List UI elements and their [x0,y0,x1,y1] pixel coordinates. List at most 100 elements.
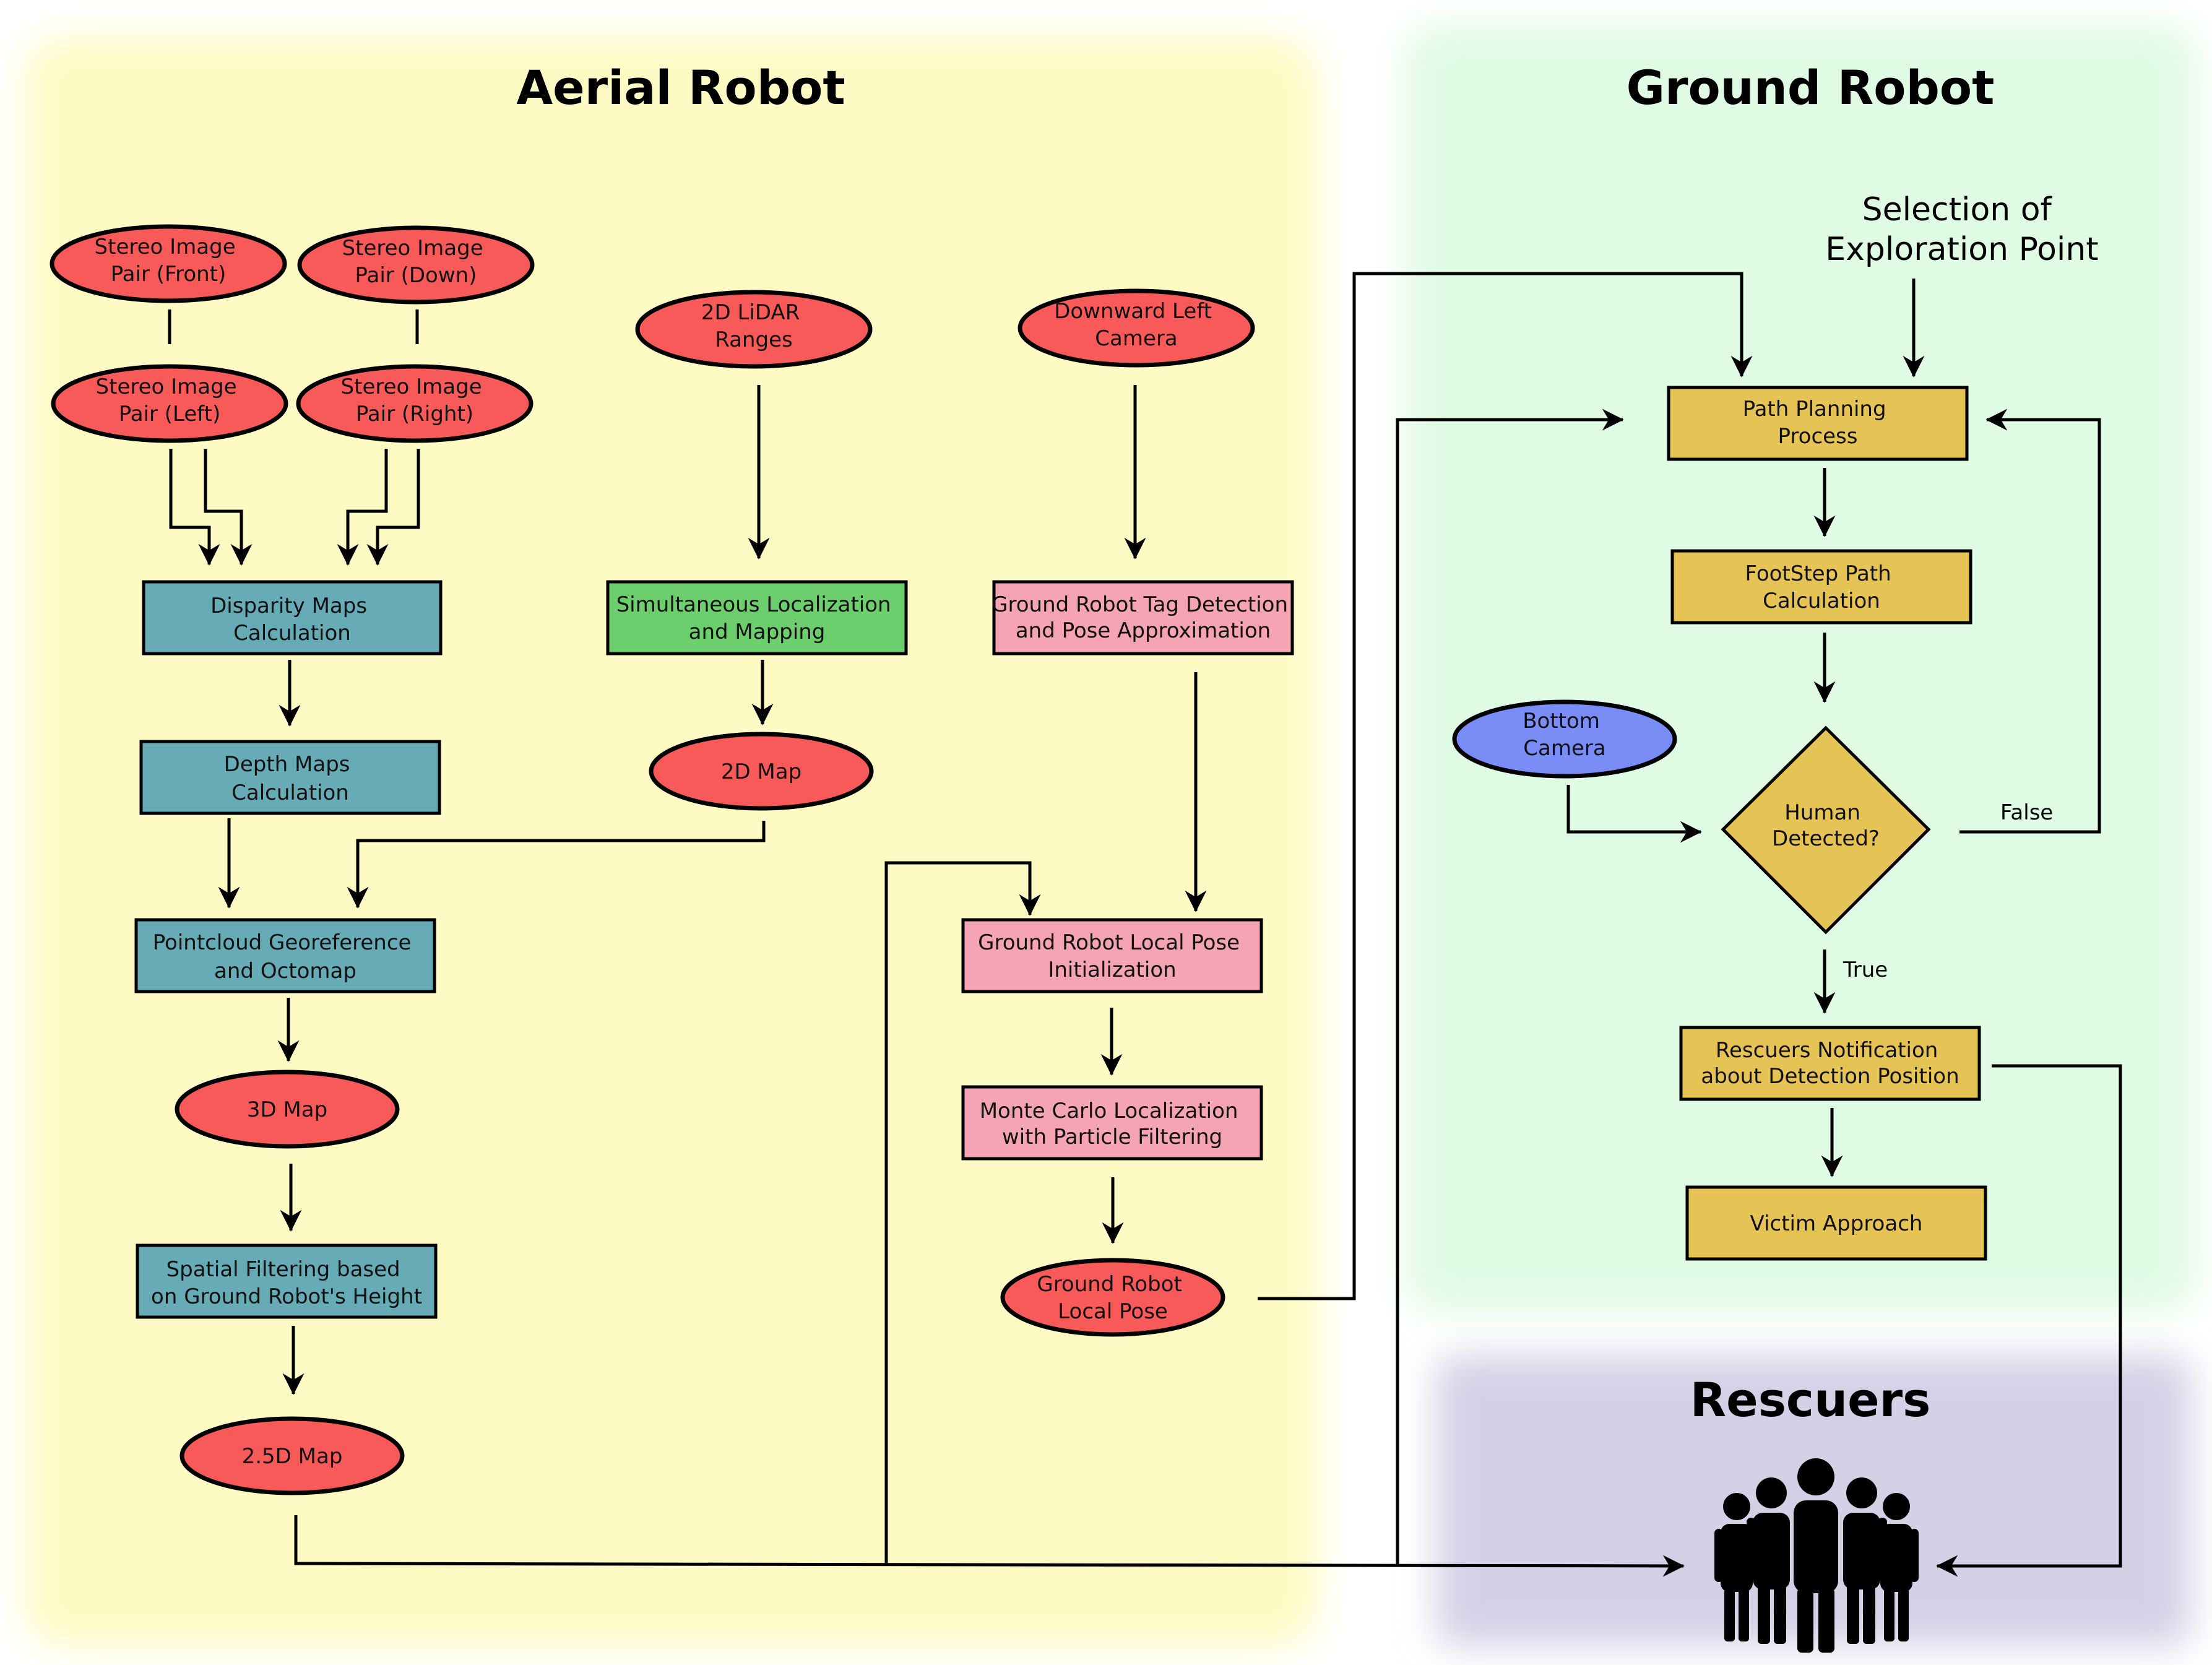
stereo-right-shape [296,364,534,443]
bottom-camera-label: Bottom Camera [1523,709,1607,761]
bottom-camera-shape [1452,699,1677,779]
lidar-label: 2D LiDAR Ranges [701,300,806,352]
stereo-down-shape [297,225,535,305]
stereo-right-label: Stereo Image Pair (Right) [341,374,489,426]
monte-carlo-line-2: with Particle Filtering [1002,1125,1222,1149]
slam-node: Simultaneous Localization and Mapping [606,580,908,655]
monte-carlo-label: Monte Carlo Localization with Particle F… [980,1099,1245,1149]
stereo-down-line-2: Pair (Down) [355,263,477,288]
depth-shape [139,740,441,815]
depth-line-2: Calculation [231,781,349,805]
false-label: False [2000,800,2053,825]
stereo-left-shape [51,364,288,443]
footstep-label: FootStep Path Calculation [1745,561,1898,613]
victim-approach-node: Victim Approach [1685,1185,1987,1261]
human-detected-line-1: Human [1784,800,1860,825]
down-left-camera-line-1: Downward Left [1054,299,1212,324]
tag-detection-label: Ground Robot Tag Detection and Pose Appr… [992,592,1295,643]
local-pose-init-shape [961,918,1263,993]
path-planning-line-2: Process [1778,424,1858,449]
arrow-map-bus-to-path-planning [1396,409,1624,1566]
arrow-local-pose-to-path-planning [1258,272,1753,1300]
map25d-node: 2.5D Map [179,1416,405,1495]
local-pose-init-label: Ground Robot Local Pose Initialization [978,930,1246,982]
disparity-shape [142,580,443,655]
person-center [1794,1458,1838,1653]
human-detected-shape [1721,725,1931,935]
notification-node: Rescuers Notification about Detection Po… [1679,1026,1981,1101]
human-detected-line-2: Detected? [1772,826,1880,851]
tag-detection-node: Ground Robot Tag Detection and Pose Appr… [992,580,1295,655]
arrow-notification-to-rescuers [1936,1064,2122,1577]
stereo-down-label: Stereo Image Pair (Down) [342,236,490,288]
down-left-camera-shape [1017,288,1255,368]
stereo-left-line-2: Pair (Left) [119,402,221,426]
bottom-camera-line-2: Camera [1523,736,1605,761]
arrow-left-to-disparity-a [169,449,220,566]
depth-label: Depth Maps Calculation [224,752,357,805]
tag-detection-line-2: and Pose Approximation [1016,618,1271,643]
ground-region [1405,25,2197,1312]
local-pose-init-line-2: Initialization [1048,958,1176,982]
map3d-node: 3D Map [175,1070,400,1149]
ground-robot-title: Ground Robot [1627,60,1995,115]
down-left-camera-label: Downward Left Camera [1054,299,1219,351]
stereo-front-shape [50,224,287,303]
stereo-front-node: Stereo Image Pair (Front) [50,224,287,303]
map2d-line-1: 2D Map [721,759,801,784]
lidar-shape [635,290,873,369]
map2d-node: 2D Map [649,732,874,811]
path-planning-label: Path Planning Process [1743,397,1893,449]
local-pose-node: Ground Robot Local Pose [1000,1258,1225,1337]
slam-line-2: and Mapping [689,620,826,644]
human-detected-node: Human Detected? [1721,725,1931,935]
spatial-filter-label: Spatial Filtering based on Ground Robot'… [151,1257,422,1309]
people-group-icon [1714,1458,1919,1653]
lidar-line-1: 2D LiDAR [701,300,800,325]
stereo-right-node: Stereo Image Pair (Right) [296,364,534,443]
bottom-camera-node: Bottom Camera [1452,699,1677,779]
stereo-right-line-2: Pair (Right) [356,402,473,426]
local-pose-line-2: Local Pose [1058,1299,1168,1324]
exploration-point-line-1: Selection of [1862,191,2053,228]
local-pose-init-node: Ground Robot Local Pose Initialization [961,918,1263,993]
local-pose-line-1: Ground Robot [1037,1272,1182,1297]
footstep-line-2: Calculation [1763,589,1880,613]
pointcloud-line-1: Pointcloud Georeference [153,930,412,955]
local-pose-init-line-1: Ground Robot Local Pose [978,930,1240,955]
pointcloud-label: Pointcloud Georeference and Octomap [153,930,418,984]
human-detected-label: Human Detected? [1772,800,1880,851]
map25d-shape [179,1416,405,1495]
exploration-point-label: Selection of Exploration Point [1825,191,2098,268]
map2d-label: 2D Map [721,759,801,784]
depth-node: Depth Maps Calculation [139,740,441,815]
disparity-node: Disparity Maps Calculation [142,580,443,655]
stereo-front-line-2: Pair (Front) [111,262,227,287]
footstep-node: FootStep Path Calculation [1670,549,1972,625]
rescuers-title: Rescuers [1690,1372,1931,1427]
person-right-middle [1843,1477,1887,1644]
tag-detection-line-1: Ground Robot Tag Detection [992,592,1288,617]
slam-line-1: Simultaneous Localization [616,592,891,617]
arrow-right-to-disparity-a [337,449,388,566]
notification-line-1: Rescuers Notification [1716,1038,1938,1063]
person-far-left [1714,1493,1753,1641]
spatial-filter-line-1: Spatial Filtering based [166,1257,400,1282]
exploration-point-line-2: Exploration Point [1825,231,2098,268]
true-label: True [1843,958,1888,982]
victim-approach-line-1: Victim Approach [1750,1211,1923,1236]
map25d-line-1: 2.5D Map [242,1444,343,1469]
map3d-line-1: 3D Map [247,1097,327,1122]
map3d-label: 3D Map [247,1097,327,1122]
tag-detection-shape [992,580,1294,655]
path-planning-shape [1667,386,1969,461]
pointcloud-shape [134,918,436,993]
person-left-middle [1747,1477,1790,1644]
local-pose-label: Ground Robot Local Pose [1037,1272,1188,1324]
aerial-robot-title: Aerial Robot [516,60,845,115]
victim-approach-shape [1685,1185,1987,1261]
notification-line-2: about Detection Position [1701,1064,1959,1089]
spatial-filter-shape [136,1243,438,1319]
nodes: Stereo Image Pair (Front) Stereo Image P… [50,224,1987,1495]
